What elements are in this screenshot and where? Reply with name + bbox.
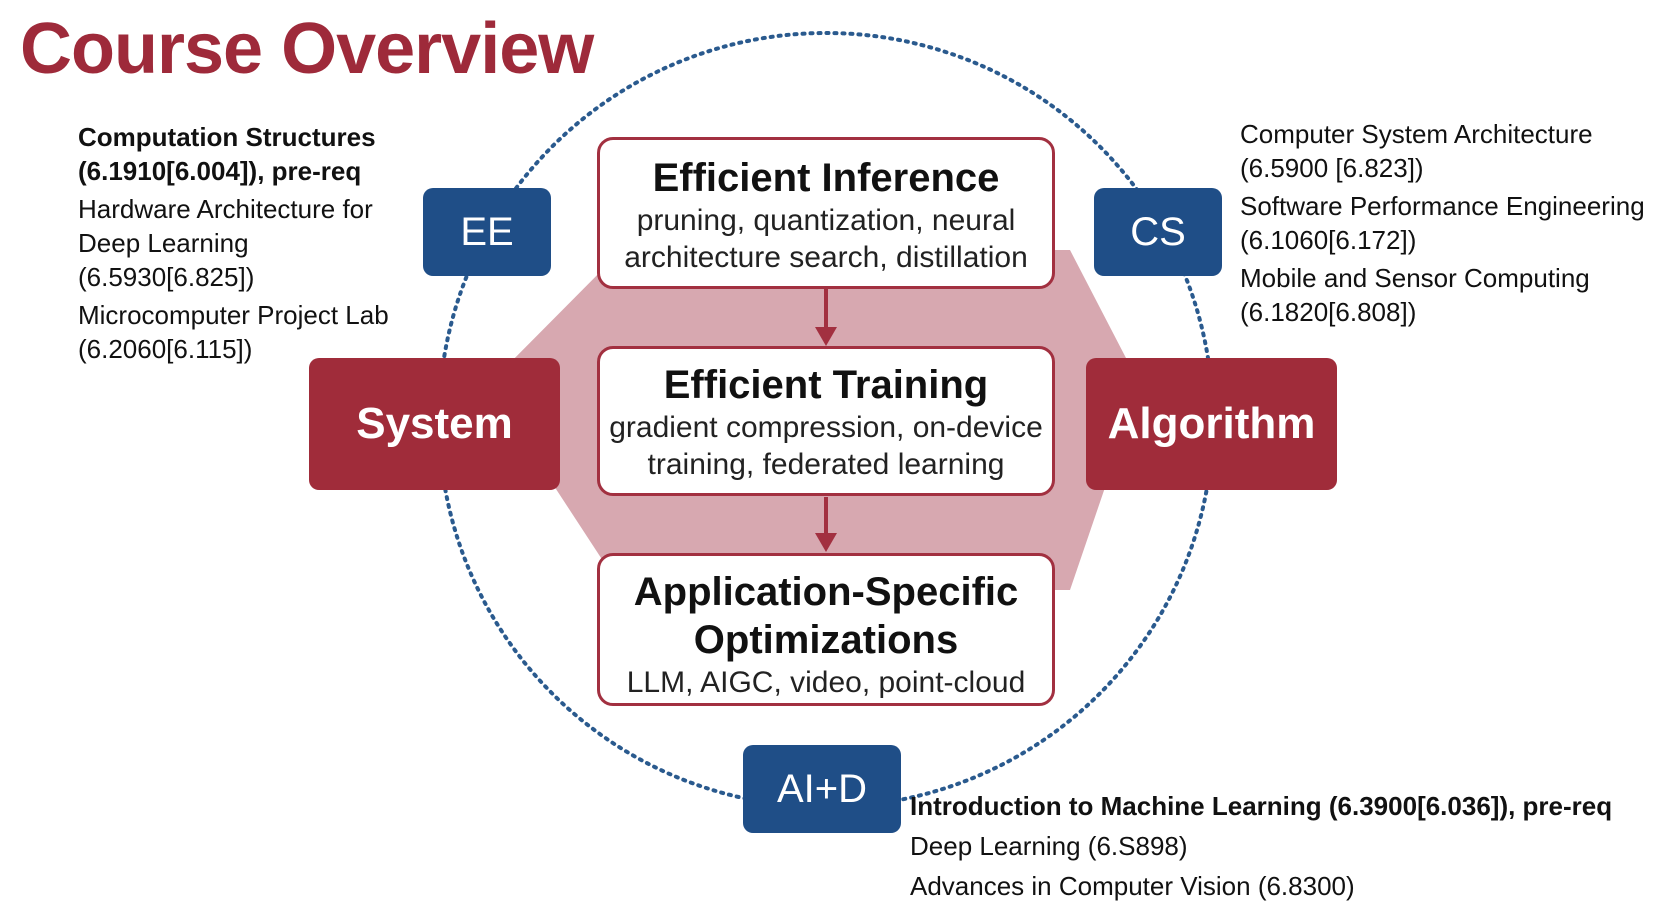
panel-efficient-inference: Efficient Inference pruning, quantizatio… bbox=[597, 137, 1055, 289]
ee-course-2-line-2: Deep Learning bbox=[78, 228, 249, 258]
system-tag: System bbox=[309, 358, 560, 490]
application-title-line-1: Application-Specific bbox=[633, 570, 1019, 614]
ee-course-2-line-3: (6.5930[6.825]) bbox=[78, 262, 255, 292]
ee-course-3-line-1: Microcomputer Project Lab bbox=[78, 300, 389, 330]
application-title-line-2: Optimizations bbox=[693, 618, 959, 662]
inference-subtitle-line-2: architecture search, distillation bbox=[624, 241, 1028, 274]
ee-course-list: Computation Structures (6.1910[6.004]), … bbox=[78, 120, 389, 366]
inference-title: Efficient Inference bbox=[652, 156, 1000, 200]
application-subtitle: LLM, AIGC, video, point-cloud bbox=[626, 666, 1026, 699]
arrowhead-1 bbox=[815, 327, 837, 346]
page-title: Course Overview bbox=[20, 9, 594, 89]
aid-tag: AI+D bbox=[743, 745, 901, 833]
cs-course-2-line-2: (6.1060[6.172]) bbox=[1240, 225, 1417, 255]
aid-course-3: Advances in Computer Vision (6.8300) bbox=[910, 871, 1355, 901]
training-subtitle-line-1: gradient compression, on-device bbox=[609, 411, 1043, 444]
ee-tag: EE bbox=[423, 188, 551, 276]
cs-course-2-line-1: Software Performance Engineering bbox=[1240, 191, 1645, 221]
panel-efficient-training: Efficient Training gradient compression,… bbox=[597, 346, 1055, 496]
ee-course-3-line-2: (6.2060[6.115]) bbox=[78, 334, 253, 364]
training-title: Efficient Training bbox=[663, 363, 989, 407]
aid-course-list: Introduction to Machine Learning (6.3900… bbox=[910, 786, 1612, 906]
aid-course-1: Introduction to Machine Learning (6.3900… bbox=[910, 791, 1613, 821]
ee-course-1-line-1: Computation Structures bbox=[78, 122, 376, 152]
aid-course-2: Deep Learning (6.S898) bbox=[910, 831, 1188, 861]
cs-course-list: Computer System Architecture (6.5900 [6.… bbox=[1240, 117, 1645, 329]
cs-course-1-line-1: Computer System Architecture bbox=[1240, 119, 1593, 149]
cs-tag: CS bbox=[1094, 188, 1222, 276]
cs-course-3-line-1: Mobile and Sensor Computing bbox=[1240, 263, 1590, 293]
arrowhead-2 bbox=[815, 533, 837, 552]
ee-course-1-line-2: (6.1910[6.004]), pre-req bbox=[78, 156, 362, 186]
inference-subtitle-line-1: pruning, quantization, neural bbox=[636, 204, 1016, 237]
training-subtitle-line-2: training, federated learning bbox=[647, 448, 1005, 481]
panel-application-specific: Application-Specific Optimizations LLM, … bbox=[597, 553, 1055, 706]
cs-course-3-line-2: (6.1820[6.808]) bbox=[1240, 297, 1417, 327]
algorithm-tag: Algorithm bbox=[1086, 358, 1337, 490]
ee-course-2-line-1: Hardware Architecture for bbox=[78, 194, 373, 224]
cs-course-1-line-2: (6.5900 [6.823]) bbox=[1240, 153, 1424, 183]
